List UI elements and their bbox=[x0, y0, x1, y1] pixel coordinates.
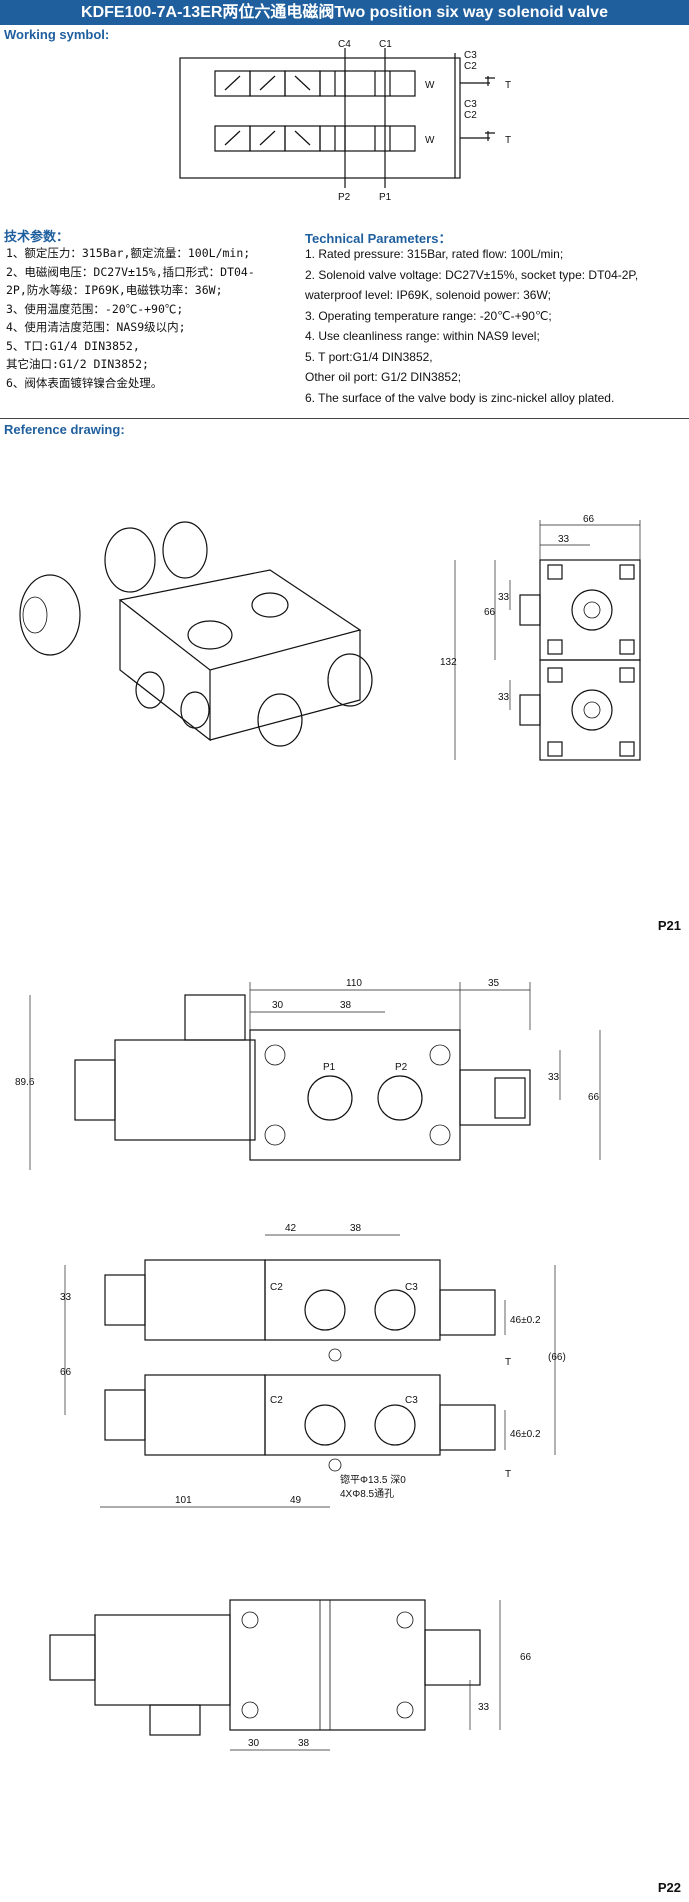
en-line: 5. T port:G1/4 DIN3852, bbox=[305, 349, 433, 364]
symbol-t1: T bbox=[505, 80, 511, 91]
cn-line: 3、使用温度范围：-20℃-+90℃; bbox=[6, 301, 184, 316]
en-line: Other oil port: G1/2 DIN3852; bbox=[305, 370, 462, 384]
dim-89-6: 89.6 bbox=[15, 1077, 35, 1088]
dim-66-paren: (66) bbox=[548, 1352, 566, 1363]
port-t-upper: T bbox=[505, 1357, 511, 1368]
bottom-view-drawing: 66 33 30 38 bbox=[49, 1599, 532, 1751]
dim-33-left: 33 bbox=[60, 1292, 72, 1303]
port-c2-upper: C2 bbox=[270, 1282, 283, 1293]
cn-line: 1、额定压力：315Bar,额定流量：100L/min; bbox=[6, 246, 251, 260]
dim-38-top: 38 bbox=[350, 1223, 362, 1234]
dim-46-b: 46±0.2 bbox=[510, 1429, 541, 1440]
symbol-c3a: C3 bbox=[464, 50, 477, 61]
top-view-p1-p2-drawing: 110 35 30 38 89.6 P1 P2 33 66 bbox=[15, 978, 601, 1170]
en-line: 3. Operating temperature range: -20℃-+90… bbox=[305, 308, 552, 323]
symbol-c4: C4 bbox=[338, 39, 351, 50]
port-c3-lower: C3 bbox=[405, 1395, 418, 1406]
port-t-lower: T bbox=[505, 1469, 511, 1480]
dim-33-left-a: 33 bbox=[498, 592, 510, 603]
cn-line: 5、T口:G1/4 DIN3852, bbox=[6, 338, 140, 353]
dim-66: 66 bbox=[588, 1092, 600, 1103]
cn-params-list: 1、额定压力：315Bar,额定流量：100L/min; 2、电磁阀电压：DC27… bbox=[6, 244, 255, 392]
section-divider bbox=[0, 418, 689, 419]
dim-66-left: 66 bbox=[60, 1367, 72, 1378]
page-number-p21: P21 bbox=[657, 918, 681, 933]
dim-49: 49 bbox=[290, 1495, 302, 1506]
port-c3-upper: C3 bbox=[405, 1282, 418, 1293]
symbol-w1: W bbox=[425, 80, 435, 91]
dim-66-left: 66 bbox=[484, 607, 496, 618]
symbol-c2b: C2 bbox=[464, 110, 477, 121]
cn-line: 2、电磁阀电压：DC27V±15%,插口形式：DT04- bbox=[6, 264, 255, 279]
symbol-c3b: C3 bbox=[464, 99, 477, 110]
en-line: 6. The surface of the valve body is zinc… bbox=[305, 390, 615, 405]
dim-30: 30 bbox=[248, 1738, 260, 1749]
note-counterbore: 锪平Φ13.5 深0 bbox=[340, 1473, 406, 1486]
valve-3d-render bbox=[19, 521, 373, 747]
cn-line: 4、使用清洁度范围：NAS9级以内; bbox=[6, 320, 186, 334]
front-view-c2-c3-drawing: 42 38 33 66 C2 C3 C2 C3 46±0.2 46±0.2 (6… bbox=[60, 1223, 566, 1508]
dim-35: 35 bbox=[488, 978, 500, 989]
en-params-heading: Technical Parameters： bbox=[305, 231, 452, 246]
dim-30: 30 bbox=[272, 1000, 284, 1011]
port-c2-lower: C2 bbox=[270, 1395, 283, 1406]
symbol-t2: T bbox=[505, 135, 511, 146]
working-symbol-diagram: W W C4 C1 P2 P1 C3 C2 C3 C2 T T bbox=[179, 39, 511, 203]
dim-33-top: 33 bbox=[558, 534, 570, 545]
dim-42: 42 bbox=[285, 1223, 297, 1234]
reference-drawing-label: Reference drawing: bbox=[4, 422, 125, 437]
symbol-p2: P2 bbox=[338, 192, 351, 203]
symbol-c1: C1 bbox=[379, 39, 392, 50]
cn-line: 6、阀体表面镀锌镍合金处理。 bbox=[6, 375, 163, 390]
port-p2-label: P2 bbox=[395, 1062, 408, 1073]
dim-38: 38 bbox=[298, 1738, 310, 1749]
en-params-list: 1. Rated pressure: 315Bar, rated flow: 1… bbox=[305, 244, 638, 408]
end-view-drawing: 66 33 66 33 33 132 bbox=[440, 514, 641, 761]
en-line: waterproof level: IP69K, solenoid power:… bbox=[305, 288, 551, 302]
dim-46-a: 46±0.2 bbox=[510, 1315, 541, 1326]
symbol-p1: P1 bbox=[379, 192, 392, 203]
dim-66: 66 bbox=[520, 1652, 532, 1663]
dim-33: 33 bbox=[548, 1072, 560, 1083]
dim-132: 132 bbox=[440, 657, 457, 668]
port-p1-label: P1 bbox=[323, 1062, 336, 1073]
dim-66-top: 66 bbox=[583, 514, 595, 525]
dim-38: 38 bbox=[340, 1000, 352, 1011]
en-line: 1. Rated pressure: 315Bar, rated flow: 1… bbox=[305, 247, 564, 261]
dim-33: 33 bbox=[478, 1702, 490, 1713]
dim-101: 101 bbox=[175, 1495, 192, 1506]
cn-line: 其它油口:G1/2 DIN3852; bbox=[6, 357, 149, 371]
cn-params-heading: 技术参数： bbox=[4, 229, 70, 244]
title-banner: KDFE100-7A-13ER两位六通电磁阀Two position six w… bbox=[0, 0, 689, 25]
working-symbol-label: Working symbol: bbox=[4, 27, 110, 42]
dim-110: 110 bbox=[346, 978, 362, 989]
symbol-c2a: C2 bbox=[464, 61, 477, 72]
dim-33-left-b: 33 bbox=[498, 692, 510, 703]
en-line: 4. Use cleanliness range: within NAS9 le… bbox=[305, 329, 540, 343]
symbol-w2: W bbox=[425, 135, 435, 146]
cn-line: 2P,防水等级：IP69K,电磁铁功率：36W; bbox=[6, 283, 223, 297]
note-through-holes: 4XΦ8.5通孔 bbox=[340, 1488, 394, 1500]
en-line: 2. Solenoid valve voltage: DC27V±15%, so… bbox=[305, 267, 639, 282]
page-number-p22: P22 bbox=[657, 1880, 681, 1895]
